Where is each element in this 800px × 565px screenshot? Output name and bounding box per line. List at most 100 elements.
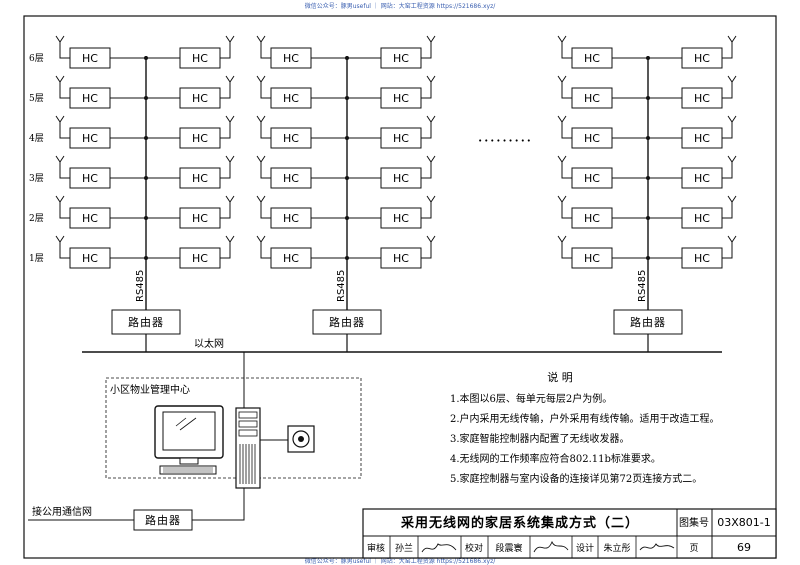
unit-router-label: 路由器 <box>128 315 164 329</box>
antenna-icon <box>557 195 572 219</box>
antenna-icon <box>220 115 235 139</box>
page-number: 69 <box>737 541 751 554</box>
antenna-icon <box>55 235 70 259</box>
home-controller-label: HC <box>393 212 409 225</box>
server-tower-icon <box>235 407 261 489</box>
note-item: 1.本图以6层、每单元每层2户为例。 <box>450 392 612 405</box>
antenna-icon <box>557 75 572 99</box>
home-controller-label: HC <box>192 132 208 145</box>
ethernet-label: 以太网 <box>194 337 224 350</box>
antenna-icon <box>220 235 235 259</box>
mgmt-router-label: 路由器 <box>145 513 181 527</box>
notes-title: 说 明 <box>547 370 573 384</box>
home-controller-label: HC <box>283 172 299 185</box>
home-controller-label: HC <box>283 132 299 145</box>
checker-signature <box>533 540 569 553</box>
home-controller-label: HC <box>82 132 98 145</box>
antenna-icon <box>421 235 436 259</box>
note-item: 5.家庭控制器与室内设备的连接详见第72页连接方式二。 <box>450 472 702 485</box>
home-controller-label: HC <box>393 92 409 105</box>
home-controller-label: HC <box>694 252 710 265</box>
home-controller-label: HC <box>694 132 710 145</box>
drawing-title: 采用无线网的家居系统集成方式（二） <box>400 515 639 531</box>
public-network-label: 接公用通信网 <box>32 505 92 518</box>
antenna-icon <box>55 195 70 219</box>
home-controller-label: HC <box>283 212 299 225</box>
check-label: 校对 <box>465 542 483 554</box>
home-controller-label: HC <box>584 252 600 265</box>
antenna-icon <box>220 155 235 179</box>
antenna-icon <box>722 115 737 139</box>
antenna-icon <box>421 195 436 219</box>
home-controller-label: HC <box>584 92 600 105</box>
antenna-icon <box>256 35 271 59</box>
floor-label: 5层 <box>29 93 44 104</box>
mgmt-router-link <box>192 488 245 521</box>
rs485-label: RS485 <box>637 270 648 302</box>
home-controller-label: HC <box>694 52 710 65</box>
home-controller-label: HC <box>82 172 98 185</box>
junction-dot <box>646 216 650 220</box>
unit-router-box <box>111 309 181 335</box>
unit-router-label: 路由器 <box>630 315 666 329</box>
home-controller-label: HC <box>192 52 208 65</box>
notes: 说 明 1.本图以6层、每单元每层2户为例。 2.户内采用无线传输，户外采用有线… <box>450 370 720 485</box>
home-controller-label: HC <box>283 92 299 105</box>
atlas-number-label: 图集号 <box>679 516 709 529</box>
home-controller-label: HC <box>584 132 600 145</box>
rs485-label: RS485 <box>135 270 146 302</box>
floor-label: 4层 <box>29 133 44 144</box>
home-controller-label: HC <box>694 92 710 105</box>
junction-dot <box>646 256 650 260</box>
mgmt-center-label: 小区物业管理中心 <box>110 383 190 396</box>
antenna-icon <box>256 115 271 139</box>
unit-router-label: 路由器 <box>329 315 365 329</box>
antenna-icon <box>722 155 737 179</box>
home-controller-label: HC <box>82 92 98 105</box>
unit-router-box <box>312 309 382 335</box>
home-controller-label: HC <box>393 252 409 265</box>
antenna-icon <box>256 155 271 179</box>
junction-dot <box>345 56 349 60</box>
home-controller-label: HC <box>584 172 600 185</box>
antenna-icon <box>557 235 572 259</box>
junction-dot <box>144 256 148 260</box>
home-controller-label: HC <box>694 172 710 185</box>
antenna-icon <box>421 115 436 139</box>
home-controller-label: HC <box>82 212 98 225</box>
antenna-icon <box>557 35 572 59</box>
antenna-icon <box>55 115 70 139</box>
antenna-icon <box>220 35 235 59</box>
junction-dot <box>144 216 148 220</box>
antenna-icon <box>55 155 70 179</box>
home-controller-label: HC <box>82 252 98 265</box>
junction-dot <box>345 136 349 140</box>
mgmt-center-box <box>105 377 362 479</box>
antenna-icon <box>722 35 737 59</box>
floor-label: 6层 <box>29 53 44 64</box>
antenna-icon <box>557 155 572 179</box>
junction-dot <box>144 96 148 100</box>
junction-dot <box>144 136 148 140</box>
home-controller-label: HC <box>192 252 208 265</box>
designer-signature <box>639 543 675 551</box>
home-controller-label: HC <box>192 212 208 225</box>
atlas-number: 03X801-1 <box>717 516 771 529</box>
floor-label: 3层 <box>29 173 44 184</box>
home-controller-label: HC <box>82 52 98 65</box>
antenna-icon <box>256 195 271 219</box>
computer-monitor-icon <box>154 405 224 475</box>
antenna-icon <box>722 75 737 99</box>
floor-label: 1层 <box>29 253 44 264</box>
antenna-icon <box>256 235 271 259</box>
home-controller-label: HC <box>192 92 208 105</box>
home-controller-label: HC <box>283 252 299 265</box>
building-units: HC HC HC HC HC HC HC HC HC HC HC HC RS485 路由器 HC HC HC HC… <box>55 35 737 352</box>
antenna-icon <box>722 235 737 259</box>
reviewer-signature <box>421 543 457 553</box>
note-item: 3.家庭智能控制器内配置了无线收发器。 <box>450 432 630 445</box>
unit-router-box <box>613 309 683 335</box>
